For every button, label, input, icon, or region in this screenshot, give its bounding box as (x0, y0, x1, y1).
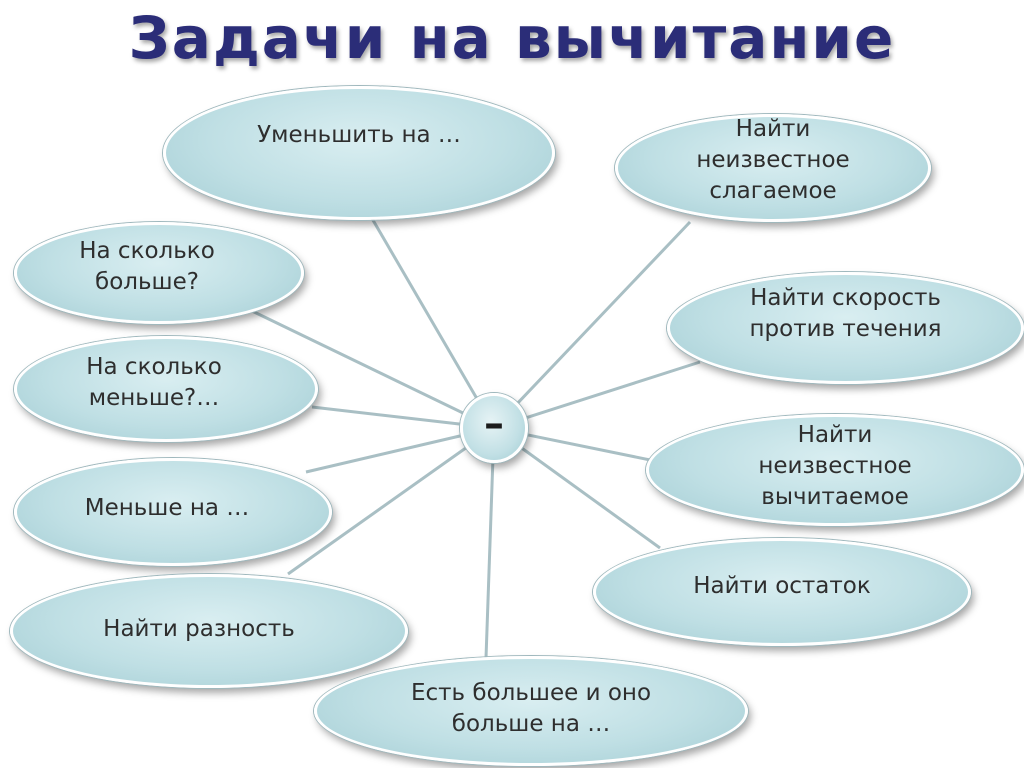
node-est-bolshee[interactable]: Есть большее и оно больше на … (314, 656, 748, 766)
connector-nayti-raznost (287, 426, 495, 576)
node-na-skolko-menshe[interactable]: На сколько меньше?… (14, 336, 318, 442)
node-label: Уменьшить на … (257, 121, 461, 148)
node-menshe-na[interactable]: Меньше на … (14, 458, 332, 566)
node-na-skolko-bolshe[interactable]: На сколько больше? (14, 222, 304, 324)
node-nayti-neizvestnoe-vychitaemoe[interactable]: Найти неизвестное вычитаемое (646, 414, 1024, 526)
node-nayti-neizvestnoe-slagaemoe[interactable]: Найти неизвестное слагаемое (615, 114, 931, 222)
node-nayti-raznost[interactable]: Найти разность (10, 574, 408, 688)
node-nayti-ostatok[interactable]: Найти остаток (593, 538, 971, 646)
node-label: Найти неизвестное вычитаемое (758, 421, 912, 510)
node-label: На сколько больше? (79, 238, 215, 295)
node-nayti-skorost-protiv-techeniya[interactable]: Найти скорость против течения (667, 272, 1024, 384)
connector-nayti-skorost (493, 360, 701, 430)
node-umenshit-na[interactable]: Уменьшить на … (163, 86, 555, 220)
connector-est-bolshee (484, 427, 496, 659)
node-label: Найти остаток (693, 572, 871, 599)
minus-symbol: – (484, 401, 504, 447)
minus-hub[interactable]: – (460, 393, 528, 463)
node-label: Меньше на … (84, 494, 250, 521)
node-label: Найти разность (103, 615, 295, 642)
slide-title: Задачи на вычитание (128, 4, 896, 72)
connector-na-skolko-bolshe (249, 308, 495, 430)
node-label: Найти неизвестное слагаемое (696, 115, 850, 204)
node-label: Найти скорость против течения (749, 285, 942, 342)
connector-umenshit-na (368, 214, 496, 429)
node-label: На сколько меньше?… (86, 354, 222, 411)
connector-nayti-neizvestnoe-slagaemoe (492, 220, 692, 430)
node-label: Есть большее и оно больше на … (410, 680, 652, 737)
